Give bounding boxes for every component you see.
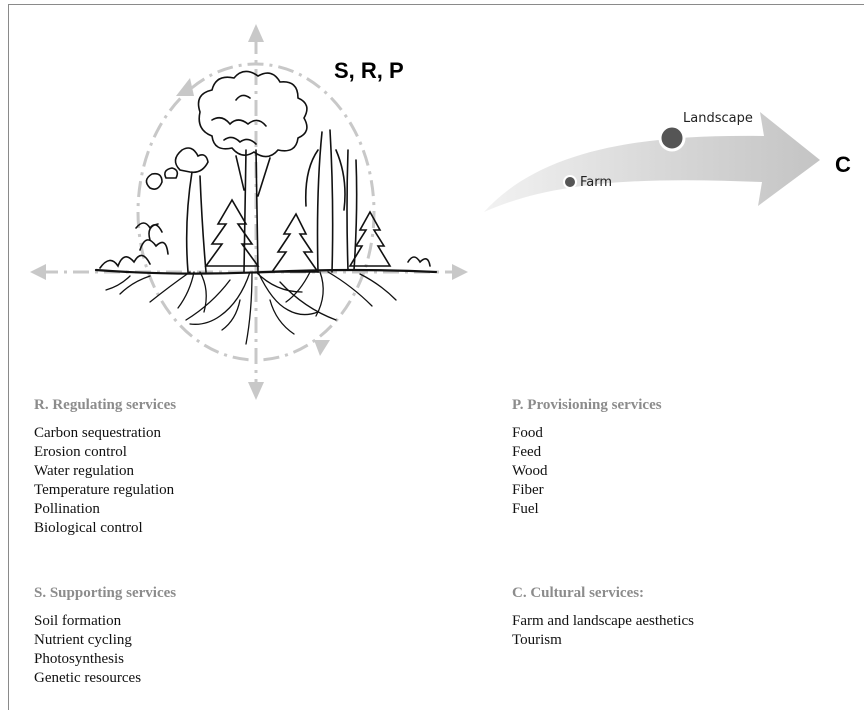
farm-node	[563, 175, 577, 189]
ecosystem-diagram	[30, 24, 820, 400]
list-item: Wood	[512, 463, 548, 479]
agroforestry-tree-illustration	[94, 70, 438, 345]
srp-label: S, R, P	[334, 58, 404, 83]
list-item: Carbon sequestration	[34, 425, 162, 441]
conifer-right	[348, 210, 392, 267]
root-system	[105, 271, 397, 345]
scale-arrow	[484, 112, 820, 212]
list-item: Water regulation	[34, 463, 134, 479]
list-item: Fiber	[512, 482, 544, 498]
main-canopy	[197, 70, 308, 158]
small-canopy-left	[174, 147, 209, 174]
frame-border-top	[8, 4, 864, 5]
landscape-node	[658, 124, 686, 152]
service-list: Soil formation Nutrient cycling Photosyn…	[34, 612, 354, 688]
list-item: Temperature regulation	[34, 482, 175, 498]
regulating-services-section: R. Regulating services Carbon sequestrat…	[34, 396, 354, 538]
arrowhead-up	[248, 24, 264, 42]
list-item: Fuel	[512, 501, 539, 517]
section-title: P. Provisioning services	[512, 397, 662, 413]
conifer-left	[204, 198, 260, 267]
curved-arrow	[484, 112, 820, 212]
list-item: Feed	[512, 444, 542, 460]
list-item: Erosion control	[34, 444, 127, 460]
dashed-ellipse	[136, 62, 376, 362]
list-item: Farm and landscape aesthetics	[512, 613, 695, 629]
supporting-services-section: S. Supporting services Soil formation Nu…	[34, 584, 354, 688]
arrowhead-curve-top	[176, 78, 194, 96]
list-item: Pollination	[34, 501, 100, 517]
dashed-guides	[42, 38, 456, 386]
landscape-label: Landscape	[683, 111, 753, 126]
list-item: Photosynthesis	[34, 651, 125, 667]
list-item: Tourism	[512, 632, 562, 648]
conifer-center	[270, 212, 320, 273]
list-item: Biological control	[34, 520, 143, 536]
list-item: Genetic resources	[34, 670, 142, 686]
service-list: Carbon sequestration Erosion control Wat…	[34, 424, 354, 538]
list-item: Nutrient cycling	[34, 632, 132, 648]
tall-tree-right	[304, 129, 346, 273]
main-trunk	[235, 149, 271, 273]
section-title: R. Regulating services	[34, 397, 177, 413]
section-title: S. Supporting services	[34, 585, 177, 601]
leaf-cluster	[145, 167, 179, 190]
farm-label: Farm	[580, 175, 613, 190]
provisioning-services-section: P. Provisioning services Food Feed Wood …	[512, 396, 832, 519]
list-item: Food	[512, 425, 543, 441]
cultural-services-section: C. Cultural services: Farm and landscape…	[512, 584, 832, 650]
frame-border-left	[8, 4, 9, 710]
arrowhead-left	[30, 264, 46, 280]
section-title: C. Cultural services:	[512, 585, 645, 601]
service-list: Food Feed Wood Fiber Fuel	[512, 424, 832, 519]
arrowhead-curve-bottom	[314, 340, 330, 356]
list-item: Soil formation	[34, 613, 122, 629]
service-list: Farm and landscape aesthetics Tourism	[512, 612, 832, 650]
arrowhead-right	[452, 264, 468, 280]
arrowhead-down	[248, 382, 264, 400]
c-label: C	[835, 152, 851, 177]
